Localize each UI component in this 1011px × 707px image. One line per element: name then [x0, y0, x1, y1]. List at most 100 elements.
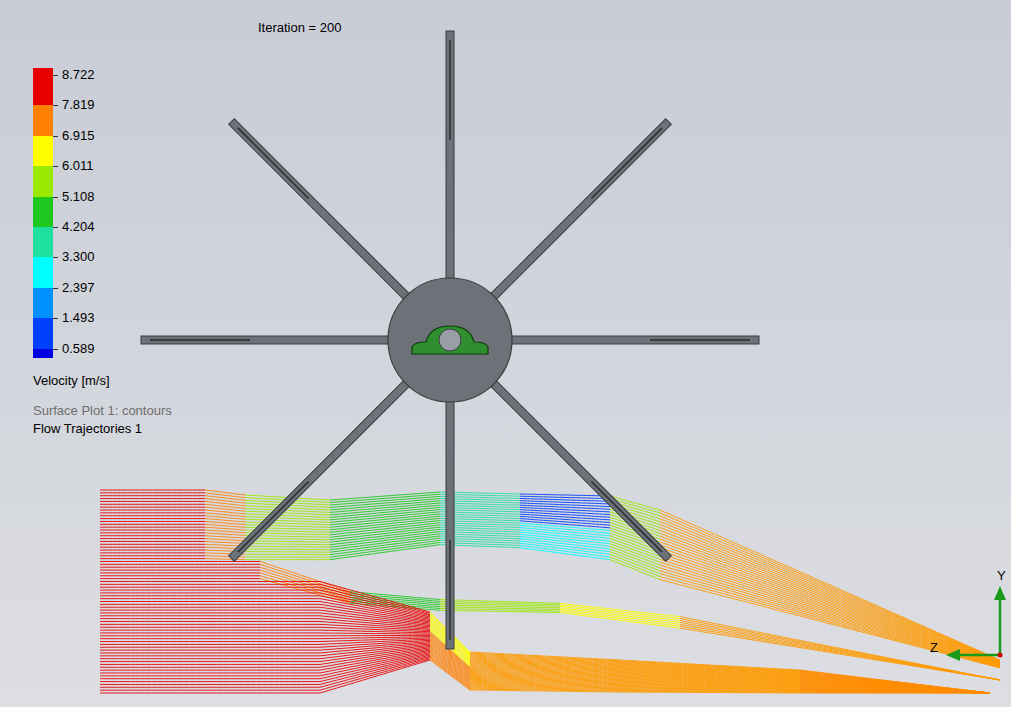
trajectory-stroke	[800, 670, 990, 693]
trajectory-stroke	[610, 549, 660, 568]
trajectory-stroke	[800, 692, 990, 693]
wheel-blade	[229, 119, 414, 304]
trajectory-stroke	[800, 682, 990, 693]
trajectory-stroke	[560, 613, 680, 629]
trajectory-stroke	[100, 681, 320, 682]
trajectory-stroke	[100, 521, 205, 522]
trajectory-stroke	[320, 658, 430, 688]
legend-swatch	[33, 349, 53, 358]
trajectory-stroke	[800, 692, 990, 694]
blade-edge	[238, 128, 309, 199]
trajectory-stroke	[100, 578, 260, 579]
trajectory-stroke	[100, 592, 320, 593]
legend-swatch	[33, 68, 53, 105]
trajectory-stroke	[205, 530, 245, 533]
trajectory-stroke	[800, 691, 990, 693]
trajectory-stroke	[205, 524, 245, 527]
trajectory-stroke	[430, 649, 470, 681]
trajectory-stroke	[330, 545, 440, 560]
trajectory-stroke	[660, 513, 1000, 660]
wheel-blade	[486, 376, 671, 561]
trajectory-stroke	[205, 490, 245, 495]
legend-tick	[53, 288, 58, 289]
trajectory-stroke	[800, 690, 990, 693]
trajectory-stroke	[430, 660, 470, 690]
trajectory-stroke	[100, 632, 320, 633]
trajectory-stroke	[800, 679, 990, 693]
trajectory-stroke	[245, 541, 330, 542]
trajectory-stroke	[100, 535, 205, 536]
trajectory-stroke	[610, 560, 660, 580]
trajectory-stroke	[100, 598, 320, 599]
trajectory-stroke	[100, 661, 320, 662]
trajectory-stroke	[800, 677, 990, 693]
legend-swatch	[33, 257, 53, 287]
trajectory-stroke	[470, 681, 620, 684]
trajectory-stroke	[100, 684, 320, 685]
trajectory-stroke	[620, 691, 800, 692]
trajectory-stroke	[320, 659, 430, 690]
trajectory-stroke	[205, 527, 245, 530]
trajectory-stroke	[620, 692, 800, 693]
trajectory-stroke	[245, 546, 330, 547]
trajectory-stroke	[660, 577, 1000, 668]
trajectory-stroke	[100, 607, 320, 608]
trajectory-stroke	[245, 522, 330, 525]
trajectory-stroke	[100, 610, 320, 611]
legend-tick	[53, 257, 58, 258]
trajectory-stroke	[100, 693, 320, 694]
trajectory-stroke	[440, 603, 560, 606]
trajectory-stroke	[560, 611, 680, 626]
trajectory-stroke	[800, 684, 990, 693]
legend-swatch	[33, 288, 53, 318]
trajectory-stroke	[800, 685, 990, 693]
trajectory-stroke	[100, 655, 320, 656]
trajectory-stroke	[100, 572, 260, 573]
trajectory-stroke	[800, 679, 990, 693]
trajectory-stroke	[430, 651, 470, 683]
trajectory-stroke	[100, 652, 320, 653]
trajectory-stroke	[800, 683, 990, 693]
trajectory-stroke	[100, 541, 205, 542]
trajectory-stroke	[100, 658, 320, 659]
legend-tick	[53, 197, 58, 198]
iteration-title: Iteration = 200	[258, 20, 341, 35]
trajectory-stroke	[100, 575, 260, 576]
trajectory-stroke	[800, 672, 990, 693]
trajectory-stroke	[660, 574, 1000, 667]
trajectory-stroke	[100, 524, 205, 525]
trajectory-stroke	[320, 627, 430, 631]
trajectory-stroke	[800, 687, 990, 693]
legend-swatch	[33, 227, 53, 257]
trajectory-stroke	[800, 678, 990, 693]
trajectory-stroke	[800, 684, 990, 693]
trajectory-stroke	[320, 619, 430, 628]
blade-edge	[650, 339, 750, 341]
legend-tick	[53, 105, 58, 106]
trajectory-stroke	[320, 587, 430, 614]
blade-edge	[449, 540, 451, 640]
trajectory-stroke	[205, 539, 245, 541]
trajectory-stroke	[660, 580, 1000, 668]
legend-swatch	[33, 105, 53, 135]
trajectory-stroke	[330, 514, 440, 525]
trajectory-stroke	[520, 548, 610, 560]
trajectory-stroke	[470, 689, 620, 691]
blade-edge	[591, 481, 662, 552]
legend-swatch	[33, 136, 53, 166]
trajectory-stroke	[430, 658, 470, 689]
axis-label: Z	[930, 640, 938, 655]
trajectory-stroke	[800, 681, 990, 693]
wheel-blade	[229, 376, 414, 561]
trajectory-stroke	[800, 691, 990, 693]
wheel-hub	[388, 278, 512, 402]
trajectory-stroke	[330, 512, 440, 523]
trajectory-stroke	[800, 687, 990, 693]
trajectory-stroke	[100, 518, 205, 519]
trajectory-stroke	[660, 527, 1000, 662]
trajectory-stroke	[800, 689, 990, 693]
trajectory-stroke	[800, 671, 990, 693]
wheel-blade	[446, 395, 454, 649]
trajectory-stroke	[100, 664, 320, 665]
legend-value: 1.493	[62, 310, 95, 325]
